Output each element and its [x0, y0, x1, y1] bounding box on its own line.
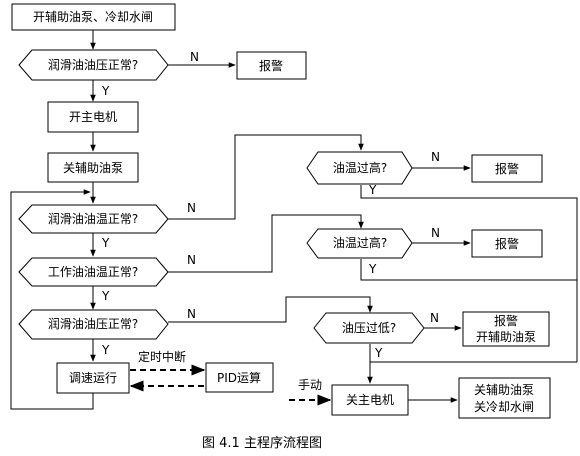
alarm-box-1: 报警 — [236, 51, 307, 80]
label-n-temp-high-1: N — [431, 150, 440, 164]
decision-pressure-low: 油压过低? — [313, 312, 425, 344]
figure-caption: 图 4.1 主程序流程图 — [202, 436, 322, 451]
label-n-temp-high-2: N — [431, 226, 440, 240]
start-main-motor-label: 开主电机 — [69, 110, 117, 124]
stop-aux-pump-box: 关辅助油泵 — [47, 152, 139, 183]
start-label: 开辅助油泵、冷却水闸 — [33, 10, 153, 24]
decision-work-oil-temp-label: 工作油油温正常? — [48, 265, 138, 279]
label-y-lube-temp: Y — [101, 236, 110, 250]
connector-lines — [10, 30, 578, 410]
alarm-aux-pump-line2: 开辅助油泵 — [476, 330, 536, 344]
start-box: 开辅助油泵、冷却水闸 — [11, 3, 176, 31]
alarm-aux-pump-box: 报警 开辅助油泵 — [462, 311, 550, 347]
label-n-pressure-2: N — [187, 307, 196, 321]
decision-work-oil-temp: 工作油油温正常? — [18, 257, 169, 287]
decision-lube-temp: 润滑油油温正常? — [18, 204, 169, 234]
pid-label: PID运算 — [217, 370, 261, 385]
decision-pressure-low-label: 油压过低? — [342, 321, 396, 335]
alarm-aux-pump-line1: 报警 — [494, 313, 518, 328]
decision-temp-high-1-label: 油温过高? — [333, 160, 387, 175]
stop-main-motor-box: 关主电机 — [331, 384, 409, 416]
stop-aux-pump-label: 关辅助油泵 — [63, 161, 123, 175]
decision-lube-pressure-2-label: 润滑油油压正常? — [48, 317, 138, 331]
alarm-label-2: 报警 — [495, 161, 519, 176]
label-y-pressure-1: Y — [101, 84, 110, 98]
stop-main-motor-label: 关主电机 — [346, 393, 394, 407]
decision-temp-high-2: 油温过高? — [306, 228, 413, 259]
decision-lube-pressure-1-label: 润滑油油压正常? — [48, 58, 138, 72]
final-line1: 关辅助油泵 — [474, 383, 534, 397]
timer-interrupt-label: 定时中断 — [138, 349, 186, 364]
manual-label: 手动 — [298, 378, 322, 392]
decision-lube-pressure-2: 润滑油油压正常? — [18, 309, 169, 340]
label-y-pressure-low: Y — [374, 346, 383, 360]
label-n-pressure-1: N — [190, 50, 199, 64]
label-y-work-temp: Y — [101, 289, 110, 303]
start-main-motor-box: 开主电机 — [47, 101, 139, 133]
label-n-lube-temp: N — [187, 201, 196, 215]
label-n-work-temp: N — [187, 253, 196, 267]
decision-temp-high-2-label: 油温过高? — [333, 235, 387, 250]
label-y-temp-high-1: Y — [368, 183, 377, 197]
decision-temp-high-1: 油温过高? — [306, 151, 413, 185]
final-line2: 关冷却水闸 — [474, 400, 534, 414]
final-box: 关辅助油泵 关冷却水闸 — [458, 377, 551, 419]
speed-regulation-box: 调速运行 — [56, 362, 130, 394]
decision-lube-temp-label: 润滑油油温正常? — [48, 212, 138, 226]
label-y-temp-high-2: Y — [368, 262, 377, 276]
alarm-box-3: 报警 — [471, 229, 543, 258]
alarm-box-2: 报警 — [471, 154, 543, 183]
decision-lube-pressure-1: 润滑油油压正常? — [18, 49, 169, 81]
alarm-label-3: 报警 — [495, 236, 519, 251]
speed-regulation-label: 调速运行 — [69, 371, 117, 385]
pid-box: PID运算 — [205, 362, 274, 393]
label-y-pressure-2: Y — [101, 343, 110, 357]
label-n-pressure-low: N — [430, 311, 439, 325]
alarm-label-1: 报警 — [259, 58, 283, 73]
